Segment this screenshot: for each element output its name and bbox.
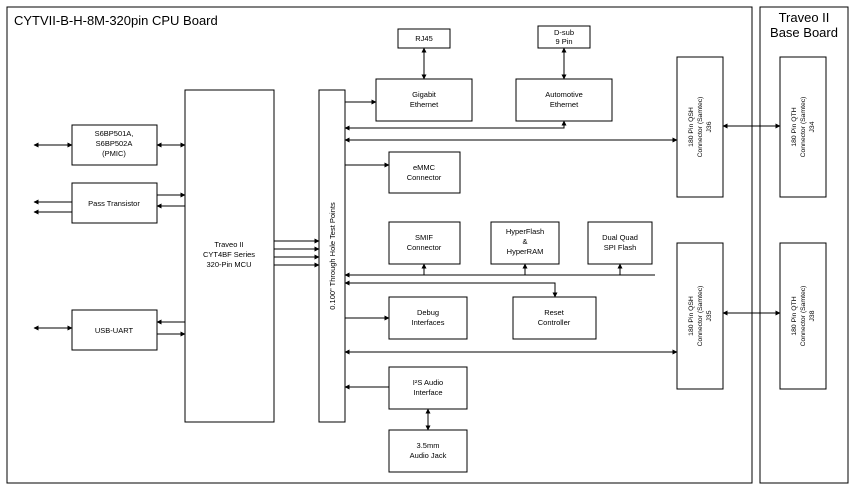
smif-block: SMIF Connector	[388, 221, 461, 265]
gigabit-ethernet-label-line1: Gigabit	[412, 90, 437, 99]
cpu-board-title: CYTVII-B-H-8M-320pin CPU Board	[14, 13, 218, 28]
pass-transistor-label: Pass Transistor	[88, 199, 140, 208]
pass-transistor-block: Pass Transistor	[71, 182, 158, 224]
i2s-audio-label-line2: Interface	[413, 388, 442, 397]
automotive-ethernet-block: Automotive Ethernet	[515, 78, 613, 122]
qth-j38-connector: 180 Pin QTH Connector (Samtec) J38	[779, 242, 827, 390]
dual-quad-spi-label-line2: SPI Flash	[604, 243, 637, 252]
mcu-block: Traveo II CYT4BF Series 320-Pin MCU	[184, 89, 275, 423]
reset-controller-block: Reset Controller	[512, 296, 597, 340]
rj45-block: RJ45	[397, 28, 451, 49]
dual-quad-spi-label-line1: Dual Quad	[602, 233, 638, 242]
debug-label-line2: Interfaces	[412, 318, 445, 327]
i2s-audio-label-line1: I²S Audio	[413, 378, 443, 387]
emmc-label-line1: eMMC	[413, 163, 436, 172]
qsh-j36-label-line1: 180 Pin QSH	[688, 107, 695, 147]
test-points-block: 0.100" Through Hole Test Points	[318, 89, 346, 423]
dsub-block: D-sub 9 Pin	[537, 25, 591, 49]
qth-j34-label-line2: Connector (Samtec)	[800, 97, 807, 158]
audio-jack-label-line2: Audio Jack	[410, 451, 447, 460]
base-board-title-line1: Traveo II	[779, 10, 830, 25]
debug-interfaces-block: Debug Interfaces	[388, 296, 468, 340]
cpu-board-frame	[6, 6, 753, 484]
reset-line	[344, 280, 558, 298]
qsh-j35-label-line2: Connector (Samtec)	[697, 286, 704, 347]
mcu-label-line3: 320-Pin MCU	[206, 260, 251, 269]
dsub-label-line1: D-sub	[554, 28, 574, 37]
qth-j38-label-line1: 180 Pin QTH	[791, 296, 798, 335]
automotive-ethernet-label-line1: Automotive	[545, 90, 583, 99]
qsh-j35-label-line1: 180 Pin QSH	[688, 296, 695, 336]
smif-label-line1: SMIF	[415, 233, 433, 242]
automotive-ethernet-line	[344, 120, 567, 131]
mcu-label-line2: CYT4BF Series	[203, 250, 255, 259]
pmic-label-line2: S6BP502A	[96, 139, 133, 148]
hyperflash-block: HyperFlash & HyperRAM	[490, 221, 560, 265]
base-board-title-line2: Base Board	[770, 25, 838, 40]
rj45-label: RJ45	[415, 34, 433, 43]
gigabit-ethernet-block: Gigabit Ethernet	[375, 78, 473, 122]
reset-label-line2: Controller	[538, 318, 571, 327]
reset-label-line1: Reset	[544, 308, 565, 317]
qth-j34-label-line3: J34	[809, 121, 816, 132]
qth-j38-label-line2: Connector (Samtec)	[800, 286, 807, 347]
gigabit-ethernet-label-line2: Ethernet	[410, 100, 439, 109]
smif-label-line2: Connector	[407, 243, 442, 252]
qsh-j35-label-line3: J35	[706, 310, 713, 321]
audio-jack-block: 3.5mm Audio Jack	[388, 429, 468, 473]
pmic-block: S6BP501A, S6BP502A (PMIC)	[71, 124, 158, 166]
connections	[33, 47, 781, 431]
pmic-label-line1: S6BP501A,	[95, 129, 134, 138]
pmic-label-line3: (PMIC)	[102, 149, 126, 158]
qth-j34-connector: 180 Pin QTH Connector (Samtec) J34	[779, 56, 827, 198]
qth-j38-label-line3: J38	[809, 310, 816, 321]
debug-label-line1: Debug	[417, 308, 439, 317]
i2s-audio-block: I²S Audio Interface	[388, 366, 468, 410]
usb-uart-block: USB-UART	[71, 309, 158, 351]
qth-j34-label-line1: 180 Pin QTH	[791, 107, 798, 146]
qsh-j35-connector: 180 Pin QSH Connector (Samtec) J35	[676, 242, 724, 390]
hyperflash-label-line1: HyperFlash	[506, 227, 544, 236]
usb-uart-label: USB-UART	[95, 326, 134, 335]
emmc-block: eMMC Connector	[388, 151, 461, 194]
qsh-j36-connector: 180 Pin QSH Connector (Samtec) J36	[676, 56, 724, 198]
dsub-label-line2: 9 Pin	[555, 37, 572, 46]
emmc-label-line2: Connector	[407, 173, 442, 182]
dual-quad-spi-block: Dual Quad SPI Flash	[587, 221, 653, 265]
hyperflash-label-line3: HyperRAM	[507, 247, 544, 256]
audio-jack-label-line1: 3.5mm	[417, 441, 440, 450]
base-board-frame	[759, 6, 849, 484]
hyperflash-label-line2: &	[522, 237, 527, 246]
qsh-j36-label-line3: J36	[706, 121, 713, 132]
mcu-label-line1: Traveo II	[214, 240, 243, 249]
test-points-label: 0.100" Through Hole Test Points	[328, 202, 337, 310]
automotive-ethernet-label-line2: Ethernet	[550, 100, 579, 109]
qsh-j36-label-line2: Connector (Samtec)	[697, 97, 704, 158]
